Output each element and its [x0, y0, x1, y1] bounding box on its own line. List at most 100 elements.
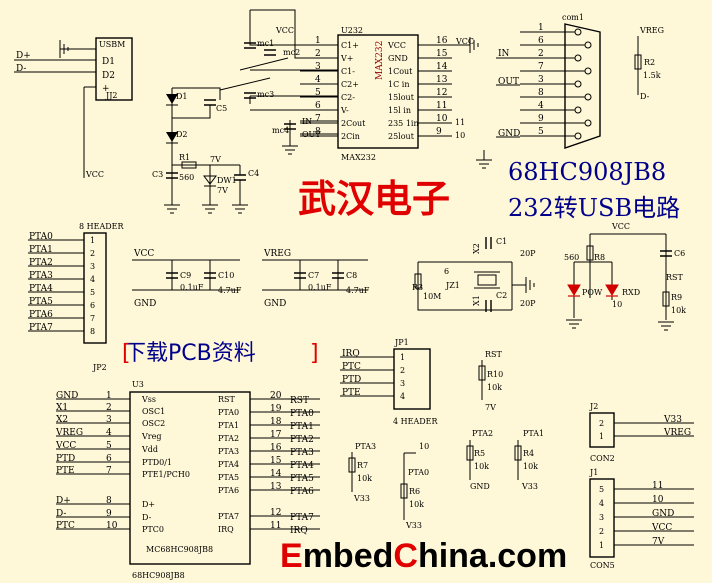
mc2-cap-icon	[264, 49, 276, 56]
r10-resistor-icon	[478, 365, 486, 381]
com1-pin-hole-icon	[574, 106, 582, 114]
u3-right-pin-name: PTA6	[218, 486, 239, 495]
header8-net-label: PTA6	[29, 310, 53, 320]
download-pcb-link[interactable]: 下载PCB资料	[124, 341, 256, 366]
c7-label: C7	[308, 271, 319, 280]
r6-wire	[403, 452, 416, 520]
u3-right-pin-num: 13	[270, 482, 282, 492]
c6-cap-icon	[660, 250, 672, 257]
c5-label: C5	[216, 104, 227, 113]
u3-left-pin-name: PTC0	[142, 525, 164, 534]
download-bracket-right: ]	[310, 341, 319, 366]
rst-ground-icon	[658, 321, 674, 331]
mc1-cap-icon	[244, 42, 256, 49]
u3-left-pin-name: Vss	[141, 395, 156, 404]
c1-c2-cap-icons	[485, 237, 492, 312]
max232-left-pin-name: 2Cout	[341, 119, 366, 128]
max232-right-pin-name: GND	[388, 54, 408, 63]
r5-resistor-icon	[466, 445, 474, 461]
max232-out-label: OUT	[302, 130, 321, 139]
decoupling-caps: VCC GND C9 0.1uF C10 4.7uF VREG GND C7 0…	[132, 249, 370, 309]
r4-label: R4	[523, 449, 534, 458]
pullup-7v-label: 7V	[485, 403, 496, 412]
crystal-pin6: 6	[444, 267, 449, 276]
c10-value: 4.7uF	[218, 286, 242, 295]
r3-label: R3	[412, 283, 423, 292]
usb-net-vcc: VCC	[85, 170, 104, 179]
diode-string-wires	[171, 87, 221, 205]
max232-right-pin-num: 10	[436, 114, 448, 124]
max232-right-pin-name: 25lout	[388, 132, 415, 141]
com1-net-gnd: GND	[498, 129, 520, 139]
u3-right-pin-num: 14	[270, 469, 282, 479]
u3-right-pin-name: PTA0	[218, 408, 239, 417]
com1-pin-hole-icon	[574, 54, 582, 62]
com1-pin-num: 8	[538, 88, 544, 98]
r5-label: R5	[474, 449, 485, 458]
max232-left-pin-num: 3	[315, 62, 321, 72]
com1-pin-num: 7	[538, 62, 544, 72]
r8-resistor-icon	[586, 245, 594, 261]
r7-label: R7	[357, 461, 368, 470]
caps-left-wires	[132, 259, 240, 291]
header8-net-label: PTA5	[29, 297, 53, 307]
max232-in-out-wires	[300, 120, 338, 135]
pullup-section: RST R10 10k 7V PTA2 R5 10k GND PTA1 R4 1…	[348, 350, 544, 530]
max232-right-pin-num: 12	[436, 88, 447, 98]
d2-label: D2	[176, 130, 188, 139]
mc4-cap-icon	[284, 123, 296, 130]
max232-left-pin-num: 1	[315, 36, 321, 46]
u3-right-pin-num: 20	[270, 391, 282, 401]
header8-net-label: PTA1	[29, 245, 53, 255]
crystal-wires	[417, 261, 535, 311]
r1-value: 560	[179, 173, 194, 182]
usb-pin-d1: D1	[102, 57, 115, 67]
led-ground-icon	[566, 319, 582, 329]
u3-right-pin-name: RST	[218, 395, 236, 404]
u3-right-net-label: PTA1	[290, 422, 314, 432]
crystal-plates	[474, 271, 500, 289]
jp1-net-label: IRQ	[342, 349, 360, 359]
pullup-net-10: 10	[419, 442, 429, 451]
r10-label: R10	[487, 370, 503, 379]
max232-left-pin-num: 4	[315, 75, 321, 85]
com1-pin-num: 3	[538, 75, 544, 85]
dminus-net-label: D-	[640, 92, 650, 101]
u3-left-net-label: VCC	[55, 441, 76, 451]
header8-net-label: PTA0	[29, 232, 53, 242]
mc4-label: mc4	[272, 126, 289, 135]
u3-left-net-label: D+	[56, 496, 71, 506]
pow-led-icon	[567, 284, 581, 296]
mc3-cap-icon	[244, 92, 256, 99]
header8-pin-num: 8	[90, 327, 95, 336]
rxd-net-10: 10	[612, 300, 622, 309]
com1-pin-hole-icon	[584, 67, 592, 75]
jp1-body	[393, 348, 431, 410]
max232-left-pin-num: 6	[315, 101, 321, 111]
crystal-x2-label: X2	[472, 243, 481, 254]
max232-right-pin-num: 15	[436, 49, 448, 59]
r3-value: 10M	[423, 292, 441, 301]
max232-gnd-icon	[418, 37, 479, 53]
net-7v-label: 7V	[210, 155, 221, 164]
max232-right-pin-name: VCC	[387, 41, 406, 50]
max232-net-11: 11	[455, 118, 465, 127]
max232-left-pin-name: C2-	[341, 93, 355, 102]
led-rst-label: RST	[666, 273, 684, 282]
r5-value: 10k	[474, 462, 489, 471]
header8-net-label: PTA2	[29, 258, 53, 268]
u3-left-net-label: X2	[56, 415, 68, 425]
u3-left-pin-num: 7	[106, 466, 112, 476]
u3-left-pin-name: OSC2	[142, 419, 165, 428]
max232-net-10: 10	[455, 131, 465, 140]
r1-label: R1	[179, 153, 190, 162]
c6-label: C6	[674, 249, 685, 258]
max232-right-pin-name: 235 1in	[388, 119, 419, 128]
jp1-net-label: PTD	[342, 375, 361, 385]
pow-label: POW	[582, 288, 603, 297]
